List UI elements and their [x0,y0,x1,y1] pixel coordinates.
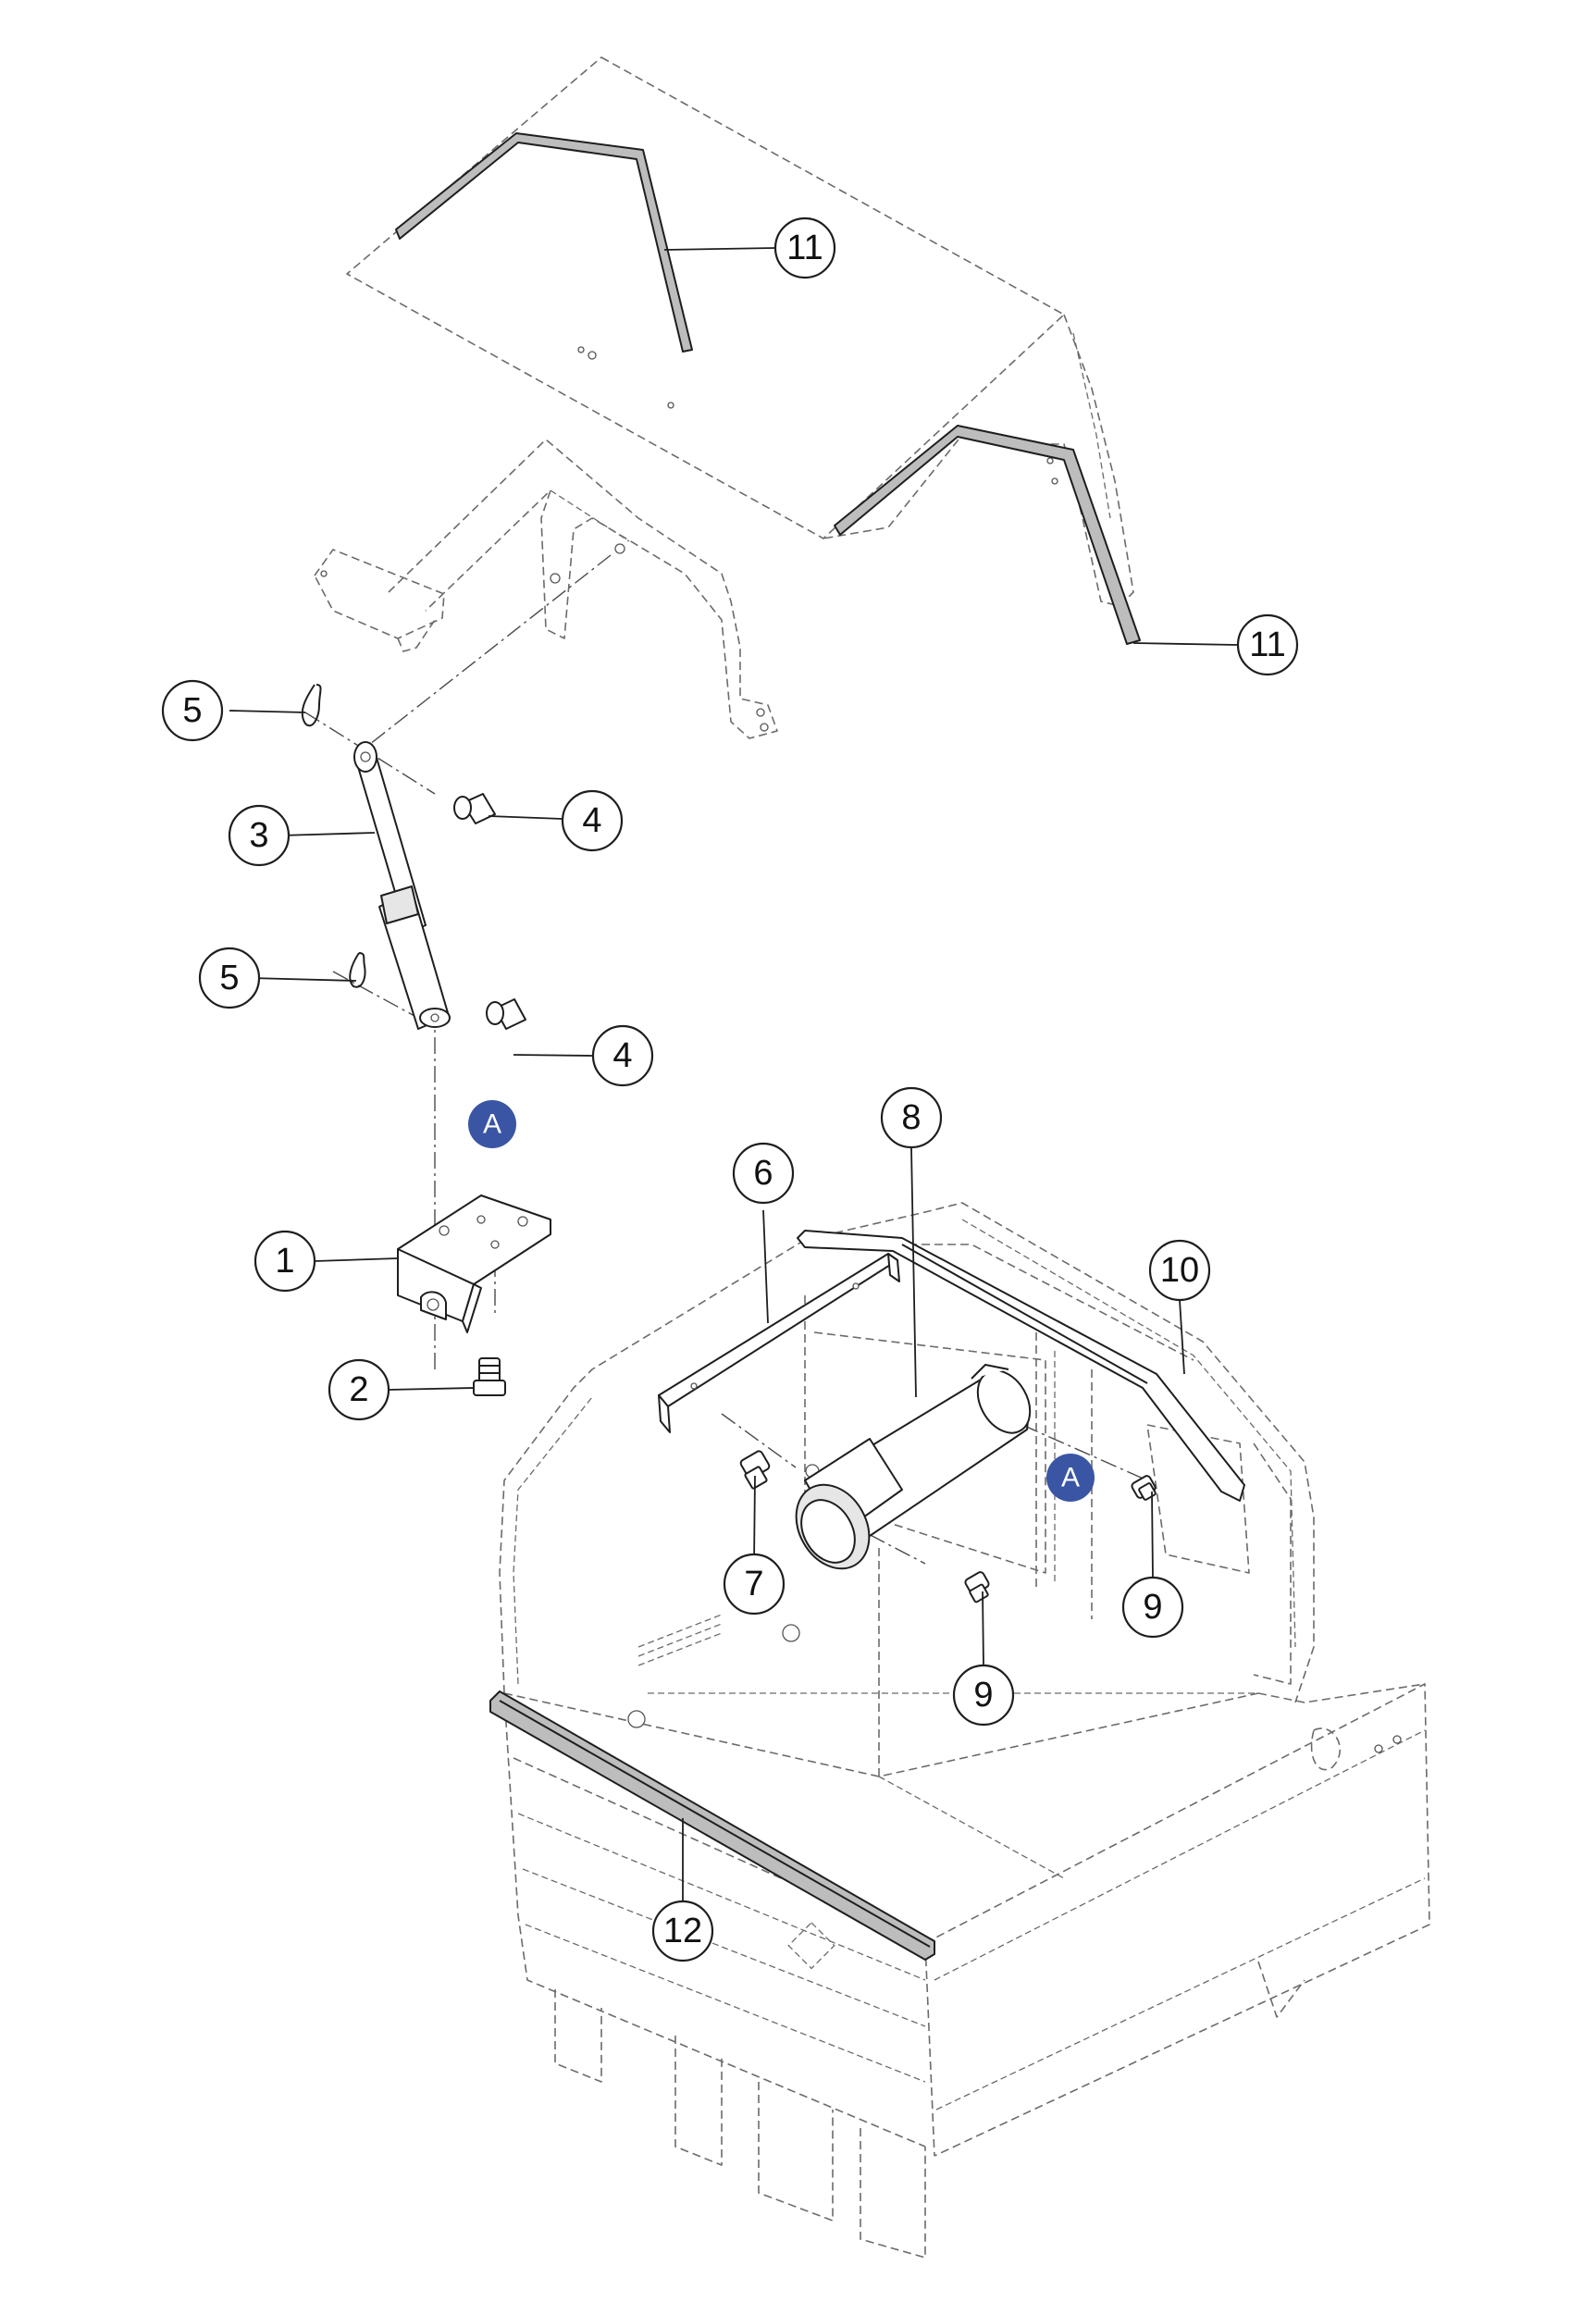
callout-label: 11 [786,229,823,267]
mounting-bar [658,1253,900,1433]
enclosure-phantom [499,1202,1430,2259]
marker-label: A [483,1109,501,1140]
gas-strut [353,741,451,1030]
callout-label: 8 [901,1098,921,1137]
callout-5-bottom: 5 [198,947,261,1009]
callout-label: 2 [349,1370,368,1409]
callout-5-top: 5 [161,679,224,742]
callout-11-top: 11 [773,217,836,279]
clip-upper [301,684,322,727]
lid-phantom [346,56,1134,607]
callout-label: 5 [182,691,202,730]
callout-10: 10 [1148,1239,1211,1302]
lid-seal-right [834,425,1141,645]
pin-upper [453,793,496,824]
callout-9-right: 9 [1121,1576,1184,1639]
callout-11-right: 11 [1236,613,1299,676]
callout-4-bottom: 4 [591,1024,654,1087]
callout-label: 9 [1143,1588,1162,1627]
callout-label: 9 [973,1676,993,1715]
leader-lines [229,247,1239,1901]
callout-label: 5 [219,959,239,997]
callout-label: 6 [753,1154,773,1193]
actuator-motor [795,1364,1032,1570]
callout-label: 3 [249,816,268,855]
callout-1: 1 [254,1230,316,1293]
callout-label: 4 [582,801,601,840]
callout-label: 12 [663,1912,702,1950]
bolt-part-9-left [964,1571,990,1603]
reference-marker-a-lower: A [1046,1454,1095,1502]
pin-lower [486,998,526,1030]
lid-frame-phantom [314,439,778,739]
callout-9-left: 9 [952,1664,1015,1727]
reference-marker-a-upper: A [468,1100,516,1148]
callout-label: 1 [275,1242,294,1281]
callout-8: 8 [880,1086,943,1149]
callout-label: 4 [612,1036,632,1075]
callout-label: 10 [1160,1251,1199,1290]
lid-seal-left [395,132,693,353]
bracket [397,1195,551,1333]
callout-7: 7 [723,1553,786,1616]
callout-6: 6 [732,1142,795,1205]
top-rail [797,1230,1245,1502]
callout-label: 7 [744,1565,763,1603]
bolt-part-7 [739,1450,771,1490]
callout-label: 11 [1249,625,1285,664]
callout-2: 2 [328,1358,390,1421]
bolt-part-9-right [1131,1475,1157,1501]
bolt-part-2 [473,1357,506,1396]
callout-3: 3 [228,804,291,867]
front-strip [489,1690,935,1961]
clip-lower [349,952,366,988]
callout-12: 12 [651,1900,714,1962]
callout-4-top: 4 [561,789,624,852]
assembly-center-lines [304,554,1148,1565]
marker-label: A [1061,1463,1080,1493]
